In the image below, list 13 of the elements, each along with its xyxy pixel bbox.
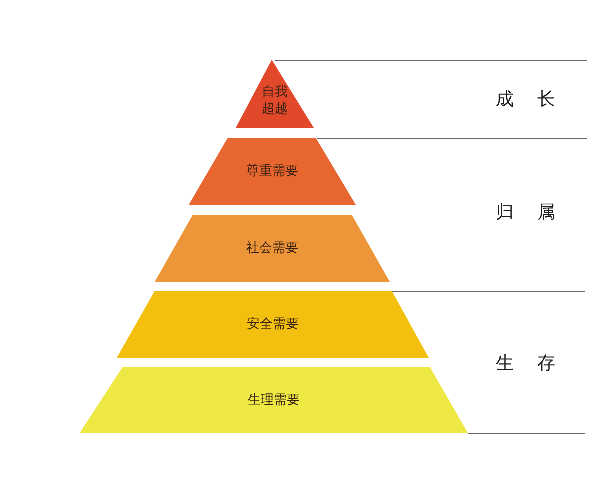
tier-label: 安全需要 xyxy=(247,316,299,333)
tier-label: 尊重需要 xyxy=(246,163,298,180)
tier-label: 自我超越 xyxy=(261,84,289,118)
tier-label: 生理需要 xyxy=(248,392,300,409)
category-label: 生存 xyxy=(496,353,556,375)
pyramid-tier xyxy=(155,215,390,282)
pyramid-tier xyxy=(189,138,356,205)
tier-label: 社会需要 xyxy=(246,240,298,257)
pyramid-tier xyxy=(117,291,429,358)
category-label: 归属 xyxy=(496,202,556,224)
pyramid-apex xyxy=(236,60,314,128)
pyramid-tier xyxy=(80,367,468,433)
category-label: 成长 xyxy=(496,89,556,111)
